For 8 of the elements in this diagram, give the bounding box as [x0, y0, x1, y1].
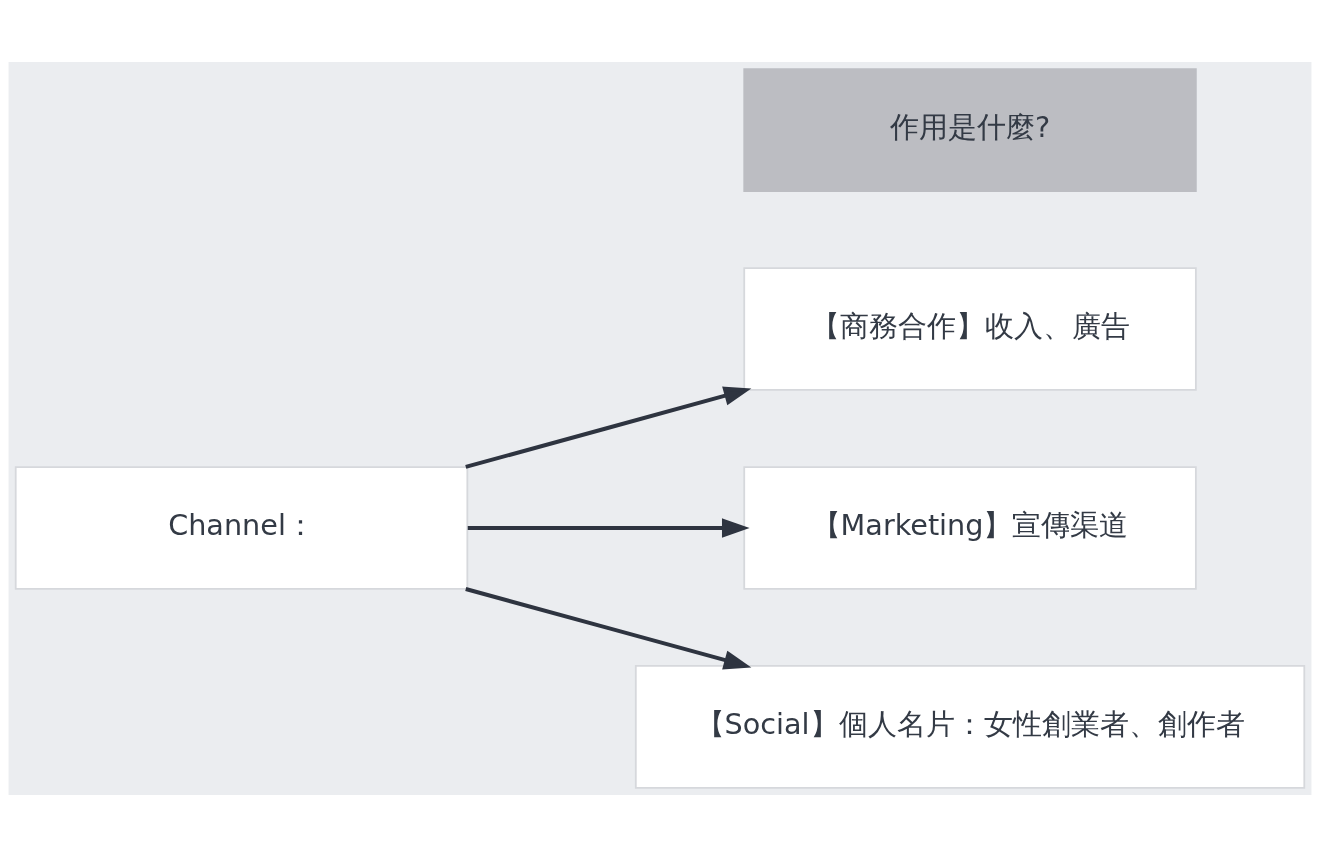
node-box: 作用是什麼?: [743, 67, 1197, 192]
node-box: 【Marketing】宣傳渠道: [743, 465, 1197, 590]
arrow: [465, 386, 752, 469]
node-box: 【商務合作】收入、廣告: [743, 266, 1197, 391]
arrow: [465, 586, 752, 669]
node-box: Channel：: [14, 465, 469, 590]
node-box: 【Social】個人名片：女性創業者、創作者: [634, 664, 1306, 789]
arrow: [467, 517, 750, 538]
